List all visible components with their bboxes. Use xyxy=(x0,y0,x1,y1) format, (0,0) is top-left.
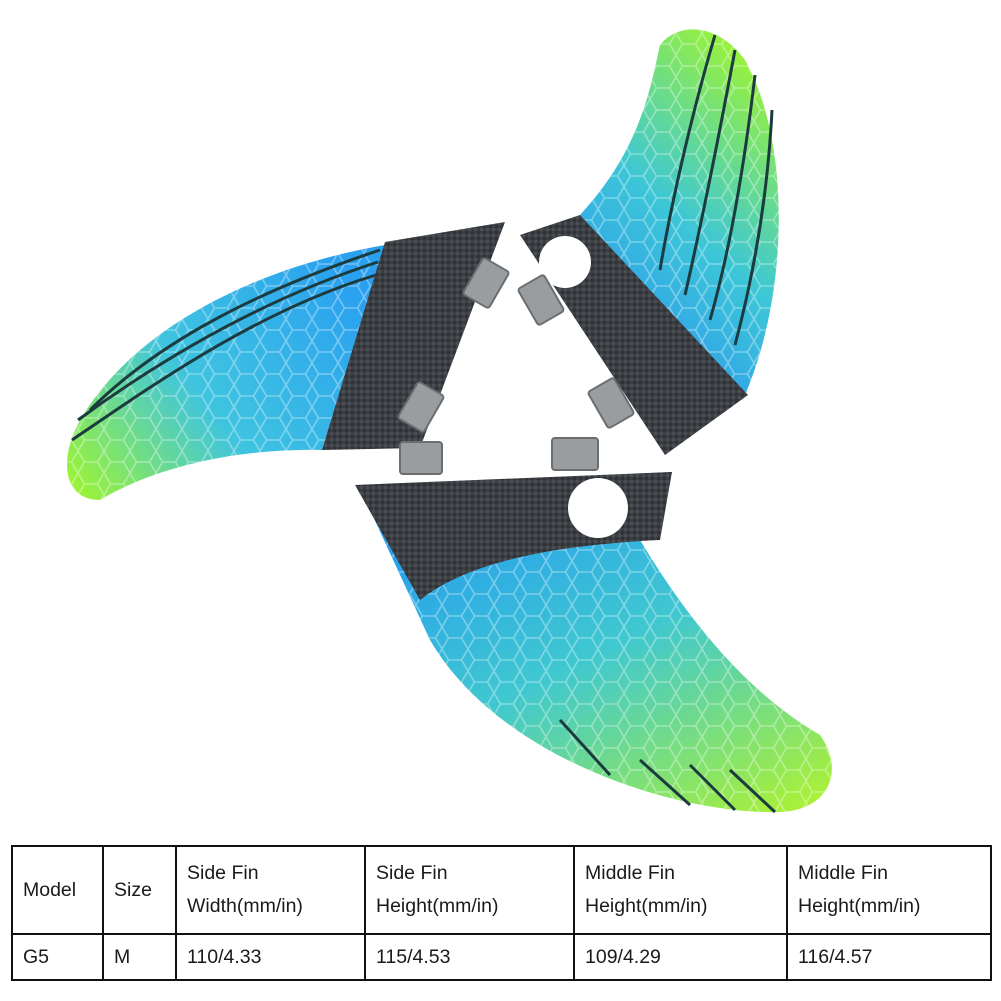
header-model: Model xyxy=(11,845,104,935)
header-side-fin-width: Side Fin Width(mm/in) xyxy=(175,845,366,935)
cell-size: M xyxy=(102,933,177,981)
cell-middle-fin-height-2: 116/4.57 xyxy=(786,933,992,981)
header-middle-fin-height-2: Middle Fin Height(mm/in) xyxy=(786,845,992,935)
left-fin-carbon-base xyxy=(322,222,505,450)
cell-model: G5 xyxy=(11,933,104,981)
bottom-fin-screw-hole xyxy=(568,478,628,538)
table-row: G5 M 110/4.33 115/4.53 109/4.29 116/4.57 xyxy=(11,933,992,981)
fin-tabs xyxy=(397,257,635,475)
table-header-row: Model Size Side Fin Width(mm/in) Side Fi… xyxy=(11,845,992,935)
cell-side-fin-width: 110/4.33 xyxy=(175,933,366,981)
left-fin-stripes xyxy=(71,248,381,442)
surfboard-fins-set-icon xyxy=(67,29,832,814)
bottom-fin-stripes xyxy=(558,718,777,814)
header-side-fin-height: Side Fin Height(mm/in) xyxy=(364,845,575,935)
cell-middle-fin-height: 109/4.29 xyxy=(573,933,788,981)
spec-table: Model Size Side Fin Width(mm/in) Side Fi… xyxy=(11,845,992,981)
right-fin-stripes xyxy=(658,34,774,346)
header-size: Size xyxy=(102,845,177,935)
right-fin-screw-hole xyxy=(539,236,591,288)
cell-side-fin-height: 115/4.53 xyxy=(364,933,575,981)
header-middle-fin-height: Middle Fin Height(mm/in) xyxy=(573,845,788,935)
